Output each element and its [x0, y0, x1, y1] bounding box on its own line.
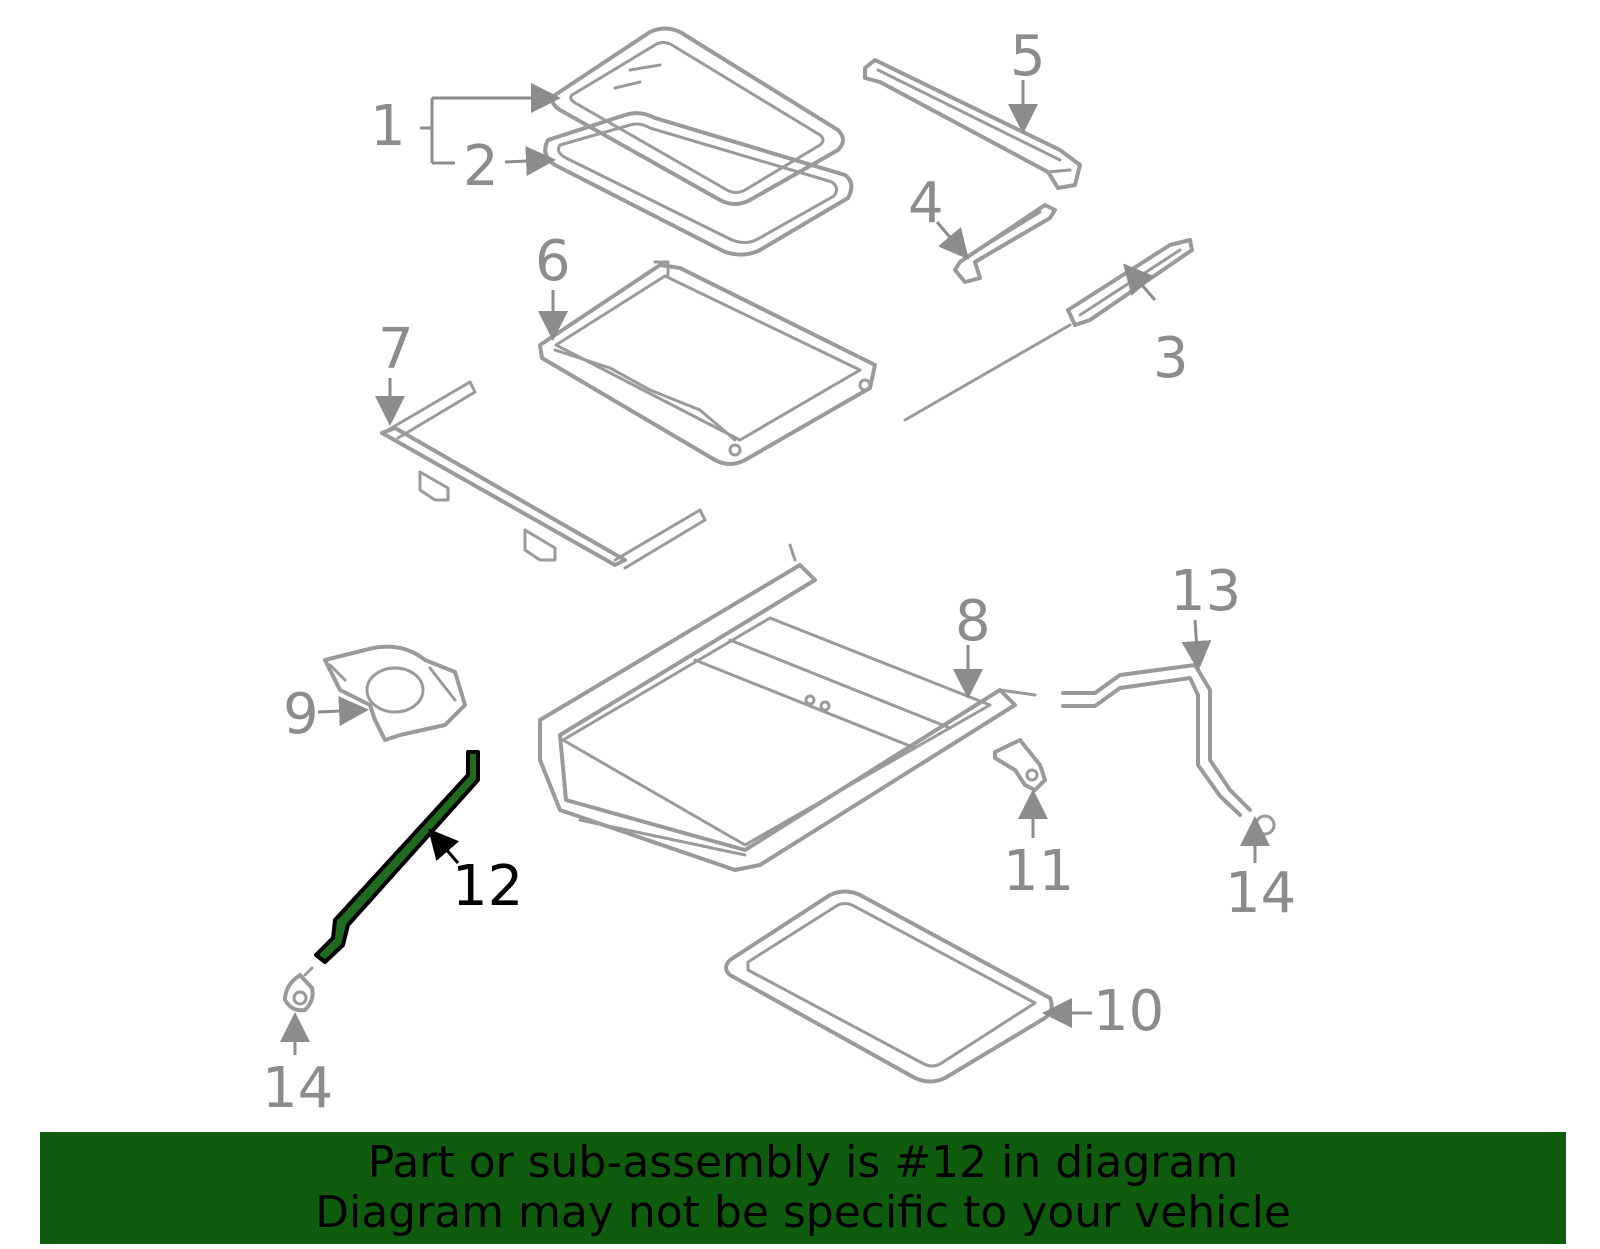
callout-2: 2	[463, 134, 499, 199]
outer-seal	[724, 889, 1054, 1084]
sunroof-motor	[323, 644, 467, 742]
callout-1: 1	[370, 94, 406, 159]
callout-6: 6	[535, 229, 571, 294]
callout-9: 9	[283, 682, 319, 747]
callout-7: 7	[378, 317, 414, 382]
glass-seal	[543, 111, 854, 257]
sunshade-panel	[538, 260, 877, 466]
callout-12: 12	[452, 854, 523, 919]
callout-14-right: 14	[1225, 861, 1296, 926]
front-drain-hose-highlighted	[283, 750, 480, 1013]
drive-cable	[903, 238, 1194, 422]
deflector-arm	[953, 203, 1057, 284]
callout-10: 10	[1093, 979, 1164, 1044]
part-info-banner: Part or sub-assembly is #12 in diagram D…	[40, 1132, 1566, 1244]
callout-13: 13	[1170, 559, 1241, 624]
sunroof-parts-diagram: 1 2 3 4 5 6 7 8 9 10 11 12 13 14 14	[262, 24, 1296, 1120]
glass-panel	[550, 26, 845, 206]
sunshade-rail	[380, 380, 707, 570]
callout-8: 8	[955, 589, 991, 654]
banner-line-2: Diagram may not be specific to your vehi…	[315, 1187, 1291, 1238]
motor-bracket	[993, 738, 1047, 792]
leader-lines	[280, 80, 1270, 1055]
callout-3: 3	[1153, 326, 1189, 391]
sunroof-frame	[538, 543, 1037, 872]
rear-drain-hose	[1061, 663, 1276, 836]
callout-11: 11	[1003, 839, 1074, 904]
callout-4: 4	[908, 171, 944, 236]
banner-line-1: Part or sub-assembly is #12 in diagram	[367, 1137, 1239, 1188]
callout-5: 5	[1010, 24, 1046, 89]
callout-14-left: 14	[262, 1056, 333, 1120]
front-rail	[863, 58, 1082, 190]
